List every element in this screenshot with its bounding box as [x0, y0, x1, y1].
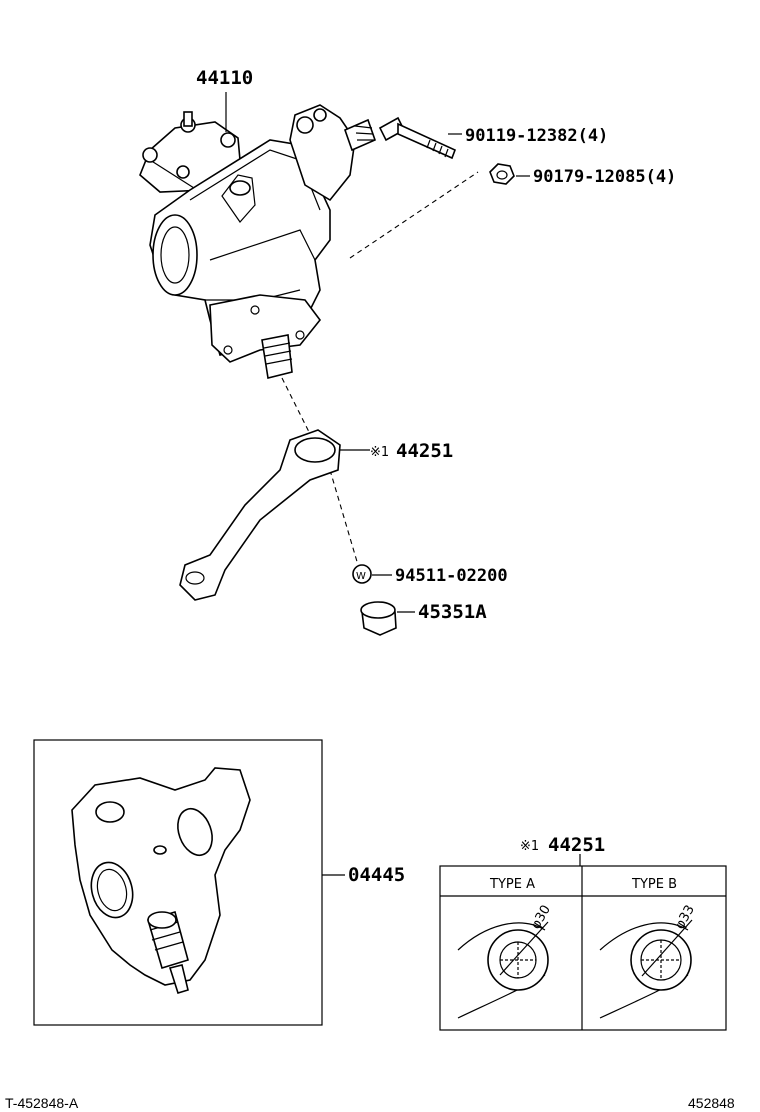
- label-45351a: 45351A: [418, 601, 487, 623]
- pitman-arm-drawing: [179, 429, 341, 601]
- label-44251: 44251: [396, 440, 453, 462]
- gasket-kit-frame: [33, 739, 323, 1026]
- type-table-part: 44251: [548, 834, 605, 856]
- washer-mark: W: [356, 571, 366, 582]
- shaft-alignment-line: [281, 377, 313, 439]
- label-04445: 04445: [348, 864, 405, 886]
- bolt-drawing: [378, 116, 457, 160]
- label-44110: 44110: [196, 67, 253, 89]
- steering-gear-housing-drawing: [139, 104, 377, 379]
- washer-drawing: W: [352, 564, 372, 584]
- type-b-sketch: φ33: [599, 903, 698, 1019]
- type-a-sketch: φ30: [457, 903, 554, 1019]
- label-bolt: 90119-12382(4): [465, 126, 608, 146]
- type-a-dimension: φ30: [528, 903, 554, 932]
- nut-drawing: [489, 163, 515, 185]
- type-table-mark: ※1: [520, 839, 539, 854]
- label-nut: 90179-12085(4): [533, 167, 676, 187]
- type-a-header: TYPE A: [489, 877, 535, 892]
- footer-left-code: T-452848-A: [5, 1095, 79, 1111]
- type-b-header: TYPE B: [631, 877, 677, 892]
- arm-alignment-line: [329, 469, 359, 566]
- gasket-kit-drawing: [71, 767, 251, 994]
- type-b-dimension: φ33: [672, 903, 698, 932]
- bolt-alignment-line: [349, 171, 479, 259]
- footer-right-code: 452848: [688, 1095, 735, 1111]
- label-washer: 94511-02200: [395, 566, 508, 586]
- type-table: ※1 44251 TYPE A TYPE B φ30 φ33: [439, 834, 727, 1031]
- label-44251-mark: ※1: [370, 445, 389, 460]
- nut-45351a-drawing: [360, 601, 397, 636]
